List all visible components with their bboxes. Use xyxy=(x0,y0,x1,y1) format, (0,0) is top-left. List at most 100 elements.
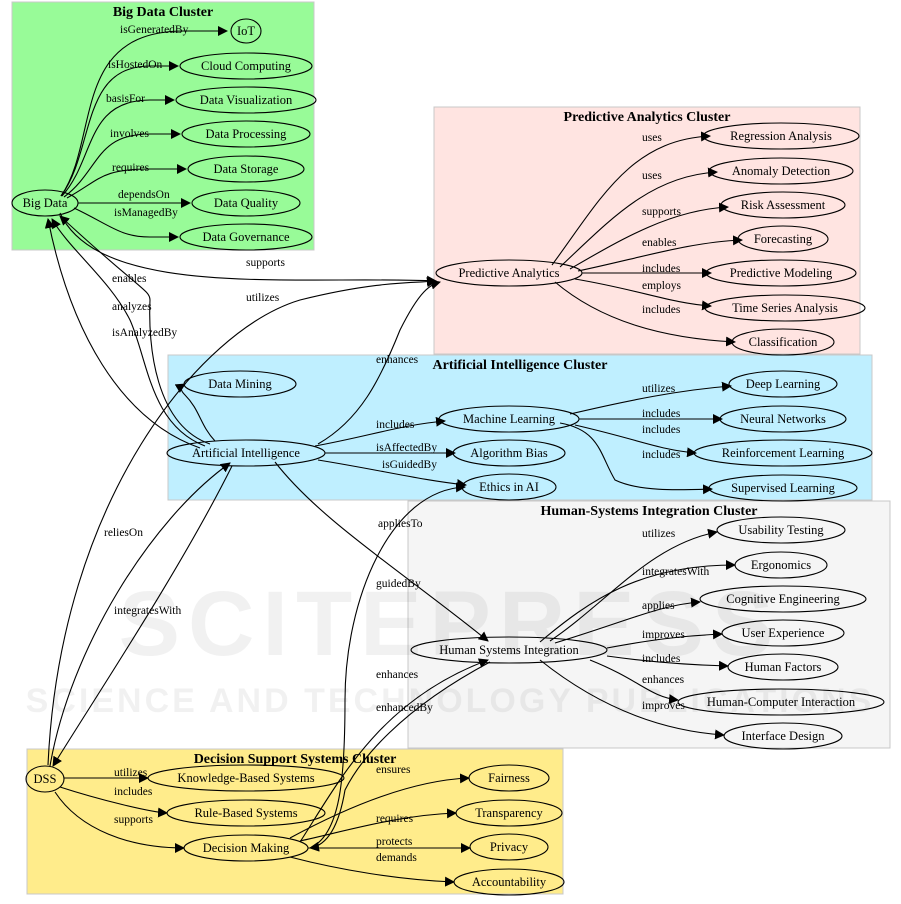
node-dataviz[interactable]: Data Visualization xyxy=(175,86,317,114)
node-ai[interactable]: Artificial Intelligence xyxy=(166,439,326,467)
node-fairness[interactable]: Fairness xyxy=(468,764,550,792)
node-ellipse[interactable] xyxy=(183,370,297,398)
node-datagov[interactable]: Data Governance xyxy=(179,223,313,251)
node-ellipse[interactable] xyxy=(719,405,847,433)
edge-dm-transparency xyxy=(299,808,457,842)
node-accountability[interactable]: Accountability xyxy=(453,868,565,896)
node-dm[interactable]: Decision Making xyxy=(183,834,309,862)
node-ellipse[interactable] xyxy=(455,799,563,827)
edge-label-includes: includes xyxy=(642,263,681,275)
node-ellipse[interactable] xyxy=(720,191,846,219)
node-ellipse[interactable] xyxy=(728,370,838,398)
node-hf[interactable]: Human Factors xyxy=(727,653,839,681)
node-dataproc[interactable]: Data Processing xyxy=(181,120,311,148)
node-ellipse[interactable] xyxy=(166,799,326,827)
edge-label-utilizes: utilizes xyxy=(246,292,280,304)
node-ellipse[interactable] xyxy=(731,328,835,356)
node-bias[interactable]: Algorithm Bias xyxy=(452,439,566,467)
node-ellipse[interactable] xyxy=(708,474,858,502)
node-ellipse[interactable] xyxy=(410,636,608,664)
node-pa[interactable]: Predictive Analytics xyxy=(435,259,583,287)
node-rbs[interactable]: Rule-Based Systems xyxy=(166,799,326,827)
node-ellipse[interactable] xyxy=(147,764,345,792)
node-label: Machine Learning xyxy=(463,412,556,426)
node-label: Data Visualization xyxy=(200,93,293,107)
node-iot[interactable]: IoT xyxy=(230,18,262,44)
node-ellipse[interactable] xyxy=(166,439,326,467)
edge-label-improves: improves xyxy=(642,629,685,641)
edge-ml-rl xyxy=(574,424,697,458)
node-ux[interactable]: User Experience xyxy=(721,619,845,647)
node-rl[interactable]: Reinforcement Learning xyxy=(693,439,873,467)
edge-label-enhances: enhances xyxy=(376,354,419,366)
node-classification[interactable]: Classification xyxy=(731,328,835,356)
node-ellipse[interactable] xyxy=(11,189,79,217)
node-ellipse[interactable] xyxy=(438,405,580,433)
node-label: Algorithm Bias xyxy=(470,446,548,460)
node-ellipse[interactable] xyxy=(181,120,311,148)
edge-ai-bigdata xyxy=(59,215,211,445)
node-ethics[interactable]: Ethics in AI xyxy=(461,473,557,501)
edge-dss-rbs xyxy=(59,786,168,818)
node-ellipse[interactable] xyxy=(453,868,565,896)
node-interface[interactable]: Interface Design xyxy=(723,722,843,750)
edge-hsi-cogeng xyxy=(554,597,701,644)
node-ellipse[interactable] xyxy=(699,585,867,613)
node-ellipse[interactable] xyxy=(702,122,860,150)
node-ellipse[interactable] xyxy=(708,157,854,185)
node-cogeng[interactable]: Cognitive Engineering xyxy=(699,585,867,613)
node-ellipse[interactable] xyxy=(179,52,313,80)
node-ellipse[interactable] xyxy=(435,259,583,287)
node-ellipse[interactable] xyxy=(461,473,557,501)
node-sl[interactable]: Supervised Learning xyxy=(708,474,858,502)
node-privacy[interactable]: Privacy xyxy=(469,833,549,861)
node-ellipse[interactable] xyxy=(468,764,550,792)
node-predmodel[interactable]: Predictive Modeling xyxy=(705,259,857,287)
node-transparency[interactable]: Transparency xyxy=(455,799,563,827)
node-ellipse[interactable] xyxy=(705,259,857,287)
node-label: Classification xyxy=(749,335,818,349)
node-ellipse[interactable] xyxy=(179,223,313,251)
node-ellipse[interactable] xyxy=(723,722,843,750)
node-regression[interactable]: Regression Analysis xyxy=(702,122,860,150)
node-ellipse[interactable] xyxy=(25,765,65,793)
node-dss[interactable]: DSS xyxy=(25,765,65,793)
node-usability[interactable]: Usability Testing xyxy=(716,516,846,544)
node-ellipse[interactable] xyxy=(175,86,317,114)
node-hci[interactable]: Human-Computer Interaction xyxy=(677,688,885,716)
node-ellipse[interactable] xyxy=(693,439,873,467)
node-dataqual[interactable]: Data Quality xyxy=(191,189,301,217)
node-ellipse[interactable] xyxy=(716,516,846,544)
node-ellipse[interactable] xyxy=(230,18,262,44)
node-dl[interactable]: Deep Learning xyxy=(728,370,838,398)
node-ellipse[interactable] xyxy=(721,619,845,647)
node-ellipse[interactable] xyxy=(191,189,301,217)
edge-hsi-ux xyxy=(606,629,723,649)
node-ellipse[interactable] xyxy=(183,834,309,862)
node-anomaly[interactable]: Anomaly Detection xyxy=(708,157,854,185)
node-datastore[interactable]: Data Storage xyxy=(187,155,305,183)
edge-label-demands: demands xyxy=(376,852,417,864)
edge-label-requires: requires xyxy=(376,813,414,825)
node-risk[interactable]: Risk Assessment xyxy=(720,191,846,219)
node-ellipse[interactable] xyxy=(734,551,828,579)
node-ellipse[interactable] xyxy=(187,155,305,183)
node-datamining[interactable]: Data Mining xyxy=(183,370,297,398)
node-ellipse[interactable] xyxy=(727,653,839,681)
node-timeseries[interactable]: Time Series Analysis xyxy=(704,294,866,322)
node-forecast[interactable]: Forecasting xyxy=(737,225,829,253)
node-ellipse[interactable] xyxy=(737,225,829,253)
cluster-background xyxy=(433,106,861,355)
node-nn[interactable]: Neural Networks xyxy=(719,405,847,433)
edge-dm-ethics xyxy=(309,482,466,849)
node-bigdata[interactable]: Big Data xyxy=(11,189,79,217)
node-ellipse[interactable] xyxy=(452,439,566,467)
node-ergonomics[interactable]: Ergonomics xyxy=(734,551,828,579)
node-ml[interactable]: Machine Learning xyxy=(438,405,580,433)
node-kbs[interactable]: Knowledge-Based Systems xyxy=(147,764,345,792)
node-ellipse[interactable] xyxy=(677,688,885,716)
node-hsi[interactable]: Human Systems Integration xyxy=(410,636,608,664)
node-ellipse[interactable] xyxy=(704,294,866,322)
node-cloud[interactable]: Cloud Computing xyxy=(179,52,313,80)
node-ellipse[interactable] xyxy=(469,833,549,861)
